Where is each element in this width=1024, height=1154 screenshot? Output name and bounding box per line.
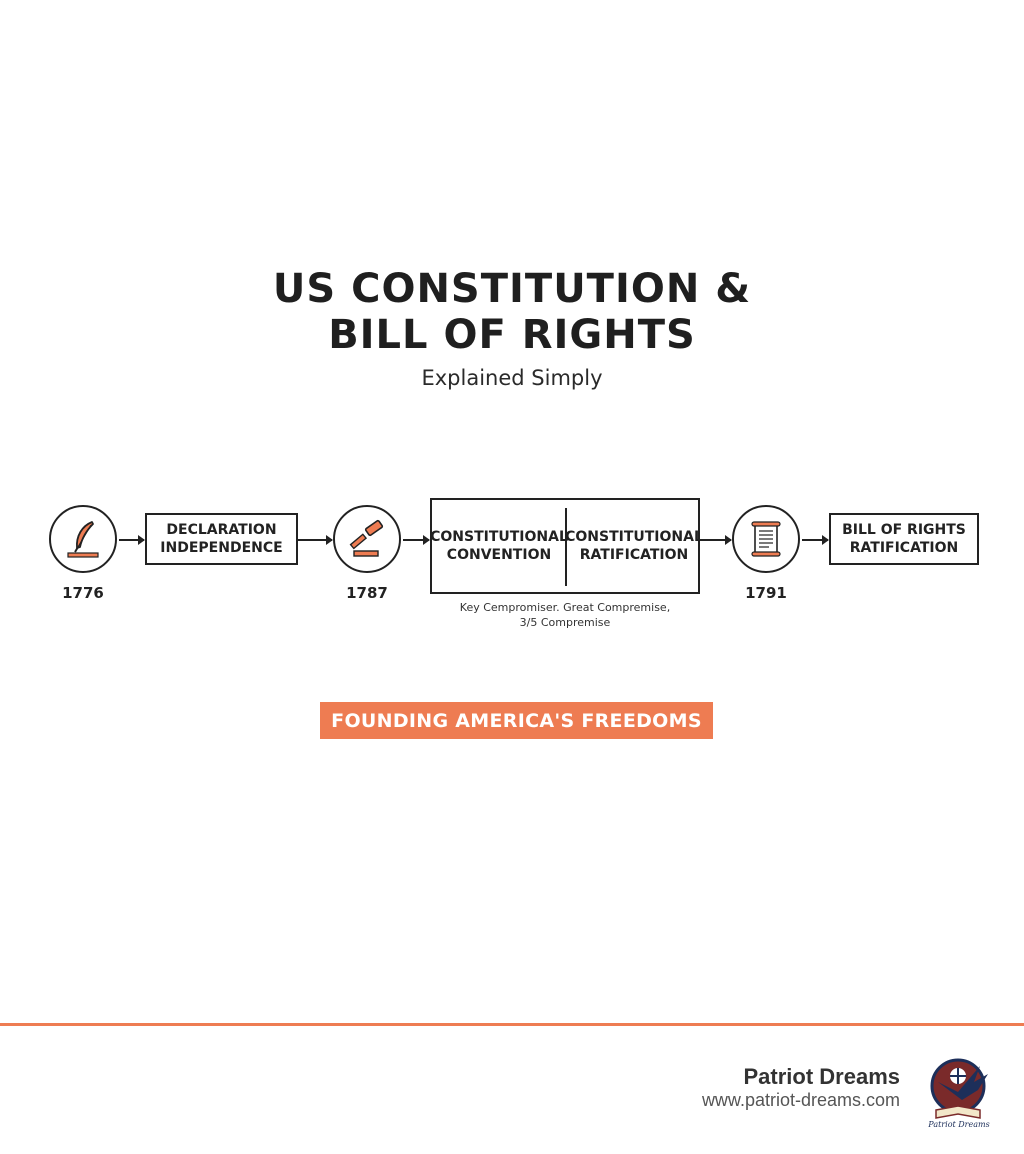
note-line-1: Key Cempromiser. Great Compremise, [459,601,671,614]
event-label-line-2: RATIFICATION [849,540,959,556]
node-1787 [333,505,401,573]
brand-url: www.patriot-dreams.com [701,1090,900,1110]
brand-name: Patriot Dreams [743,1064,900,1089]
footer-divider [0,1023,1024,1026]
event-label-line-2: CONVENTION [446,547,552,563]
title-line-2: BILL OF RIGHTS [328,312,696,358]
event-label-line-2: RATIFICATION [579,547,689,563]
year-1776: 1776 [62,584,104,602]
logo-wordmark: Patriot Dreams [928,1120,990,1129]
arrow-5 [802,535,829,545]
event-constitution-box: CONSTITUTIONAL CONVENTION CONSTITUTIONAL… [430,498,703,594]
event-constitutional-ratification: CONSTITUTIONAL RATIFICATION [565,500,703,592]
arrow-4 [700,535,732,545]
scroll-icon [751,521,781,557]
title-line-1: US CONSTITUTION & [272,266,752,312]
arrow-2 [298,535,333,545]
event-label-line-1: CONSTITUTIONAL [430,529,568,545]
event-label-line-1: DECLARATION [166,522,277,538]
event-label-line-1: CONSTITUTIONAL [565,529,703,545]
event-label-line-1: BILL OF RIGHTS [842,522,966,538]
year-1787: 1787 [346,584,388,602]
note-line-2: 3/5 Compremise [519,616,611,629]
event-bill-of-rights-ratification: BILL OF RIGHTS RATIFICATION [829,513,979,565]
arrow-3 [403,535,430,545]
tagline-banner: FOUNDING AMERICA'S FREEDOMS [320,702,713,739]
arrow-1 [119,535,145,545]
event-declaration-independence: DECLARATION INDEPENDENCE [145,513,298,565]
event-label-line-2: INDEPENDENCE [160,540,283,556]
gavel-icon [349,519,384,557]
compromise-note: Key Cempromiser. Great Compremise, 3/5 C… [430,600,700,630]
eagle-logo-icon: Patriot Dreams [928,1058,990,1129]
quill-pen-icon [67,521,99,558]
event-constitutional-convention: CONSTITUTIONAL CONVENTION [430,500,568,592]
node-1791 [732,505,800,573]
page-subtitle: Explained Simply [421,366,603,390]
box-divider [565,508,567,586]
year-1791: 1791 [745,584,787,602]
node-1776 [49,505,117,573]
page-title: US CONSTITUTION & BILL OF RIGHTS [0,266,1024,358]
